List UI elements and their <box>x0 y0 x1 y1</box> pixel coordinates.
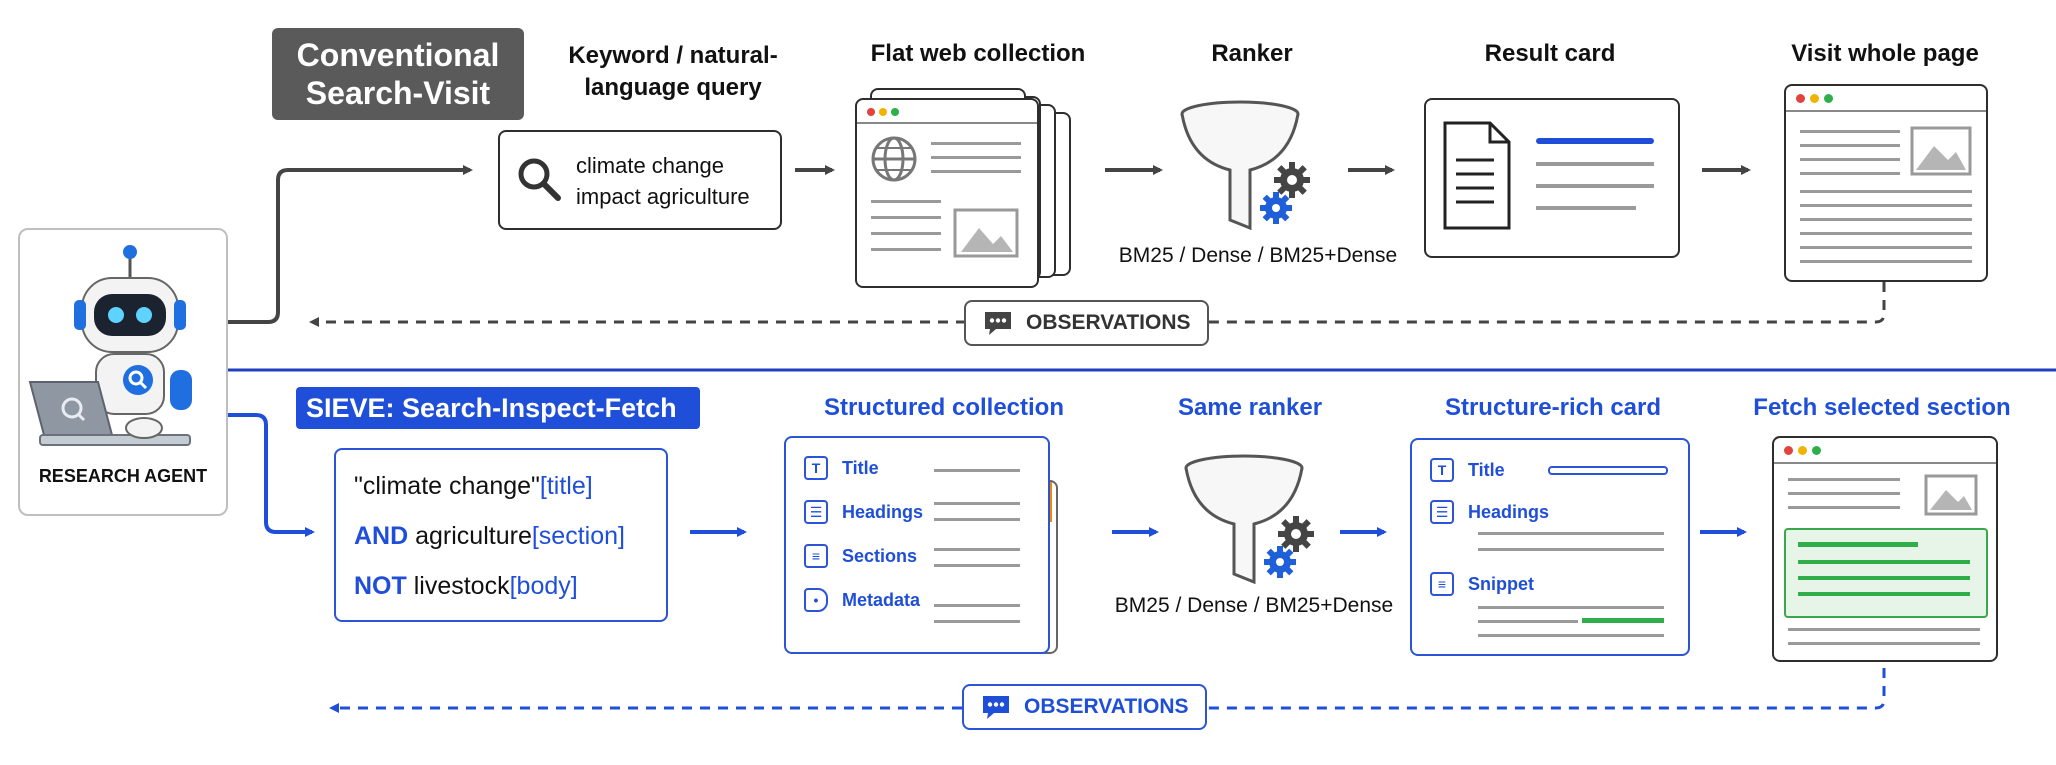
ranker-title: Ranker <box>1211 40 1293 67</box>
card-list-icon: ☰ <box>1430 500 1454 524</box>
top-query-box: climate change impact agriculture <box>498 130 782 230</box>
top-observations-label: OBSERVATIONS <box>1026 311 1191 334</box>
structured-doc: T Title ☰ Headings ≡ Sections • Metadata <box>784 436 1050 654</box>
sieve-badge: SIEVE: Search-Inspect-Fetch <box>296 387 700 429</box>
top-ranker-caption: BM25 / Dense / BM25+Dense <box>1118 244 1398 267</box>
funnel-gear-icon <box>1180 100 1310 230</box>
row-headings: Headings <box>842 501 924 522</box>
card-snippet-icon: ≡ <box>1430 572 1454 596</box>
result-card <box>1424 98 1680 258</box>
section-icon: ≡ <box>804 544 828 568</box>
conventional-badge-line2: Search-Visit <box>305 75 491 111</box>
card-title-bar <box>1548 466 1668 475</box>
card-row-headings: Headings <box>1468 501 1550 522</box>
structured-collection-stack: T Title ☰ Headings ≡ Sections • Metadata <box>784 436 1094 656</box>
card-row-title: Title <box>1468 459 1505 480</box>
card-title-icon: T <box>1430 458 1454 482</box>
flat-collection-title: Flat web collection <box>870 40 1086 67</box>
query-title-line1: Keyword / natural- <box>568 42 778 69</box>
fetch-image-icon <box>1924 474 1978 516</box>
query-line-2: AND agriculture[section] <box>354 522 625 550</box>
structured-collection-title: Structured collection <box>823 394 1065 421</box>
top-observations-tag: OBSERVATIONS <box>964 300 1209 346</box>
robot-icon <box>28 245 192 446</box>
visit-page-title: Visit whole page <box>1791 40 1979 67</box>
structure-rich-card: T Title ☰ Headings ≡ Snippet <box>1410 438 1690 656</box>
result-card-title: Result card <box>1484 40 1616 67</box>
snippet-highlight <box>1582 618 1664 623</box>
bottom-query-box: "climate change"[title] AND agriculture[… <box>334 448 668 622</box>
query-line-3: NOT livestock[body] <box>354 572 578 600</box>
row-sections: Sections <box>842 545 918 566</box>
top-observation-line <box>1188 282 1886 324</box>
bottom-observations-label: OBSERVATIONS <box>1024 695 1189 718</box>
fetch-section-title: Fetch selected section <box>1753 394 2011 421</box>
flat-web-collection-stack <box>855 84 1095 288</box>
conventional-badge: Conventional Search-Visit <box>272 28 524 120</box>
web-page-doc <box>855 98 1039 288</box>
sieve-badge-bold: SIEVE: <box>306 393 395 423</box>
query-title: Keyword / natural- language query <box>538 40 808 104</box>
document-icon <box>1443 121 1511 230</box>
bottom-observation-line <box>1192 668 1886 710</box>
agent-to-top-query-arrow <box>226 165 473 324</box>
image-icon <box>953 208 1019 258</box>
tag-icon: • <box>804 588 828 612</box>
row-metadata: Metadata <box>842 589 921 610</box>
top-query-line2: impact agriculture <box>576 184 750 209</box>
bottom-observations-tag: OBSERVATIONS <box>962 684 1207 730</box>
query-title-line2: language query <box>584 74 762 101</box>
funnel-gear-icon-bottom <box>1184 454 1314 584</box>
query-line-1: "climate change"[title] <box>354 472 593 500</box>
title-icon: T <box>804 456 828 480</box>
conventional-badge-line1: Conventional <box>296 37 500 73</box>
agent-label: RESEARCH AGENT <box>38 466 208 486</box>
research-agent-panel: RESEARCH AGENT <box>18 228 228 516</box>
page-image-icon <box>1910 126 1972 176</box>
same-ranker-title: Same ranker <box>1177 394 1323 421</box>
chat-bubble-icon <box>985 312 1011 335</box>
top-query-line1: climate change <box>576 153 724 178</box>
result-card-title-bar <box>1536 138 1654 144</box>
browser-page <box>1784 84 1988 282</box>
sieve-badge-rest: Search-Inspect-Fetch <box>402 393 677 423</box>
chat-bubble-icon-blue <box>983 696 1009 719</box>
globe-icon <box>871 136 917 182</box>
row-title: Title <box>842 457 879 478</box>
structure-card-title: Structure-rich card <box>1444 394 1662 421</box>
fetch-browser-page <box>1772 436 1998 662</box>
list-icon: ☰ <box>804 500 828 524</box>
bottom-ranker-caption: BM25 / Dense / BM25+Dense <box>1114 594 1394 617</box>
search-icon <box>518 158 561 201</box>
selected-section-highlight <box>1784 528 1988 618</box>
agent-to-bottom-query-arrow <box>226 413 315 537</box>
card-row-snippet: Snippet <box>1468 573 1534 594</box>
